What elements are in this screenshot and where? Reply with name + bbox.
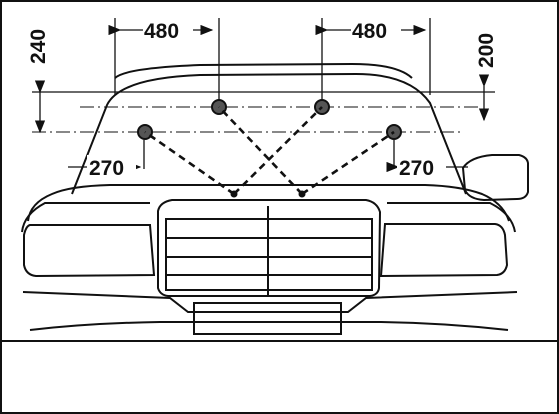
dim-mid-right-label: 270 [399,157,434,180]
spray-path-cross-right [233,106,323,195]
windshield-outline [71,72,467,195]
dim-top-left-label: 480 [144,20,179,43]
right-mirror [461,154,529,202]
bumper-top [22,291,518,313]
spray-path-left-outer [144,130,235,196]
spray-path-right-outer [301,130,395,196]
right-headlight [379,223,509,278]
spray-path-cross-left [218,106,303,195]
front-bodyline [21,202,516,233]
dim-top-left-bg [143,17,193,41]
dim-right-vertical-label: 200 [475,33,498,68]
roof-line [114,62,413,79]
license-plate [193,302,342,335]
grille-inner [165,218,373,291]
left-headlight [23,224,156,278]
grille-outline [157,199,382,297]
dim-top-right-bg [351,17,401,41]
dim-mid-left-bg [87,155,136,179]
dim-top-right-label: 480 [352,20,387,43]
dim-left-vertical-label: 240 [27,29,50,64]
dim-mid-left-label: 270 [89,157,124,180]
dim-mid-right-bg [397,155,446,179]
bumper-bottom [29,321,509,331]
